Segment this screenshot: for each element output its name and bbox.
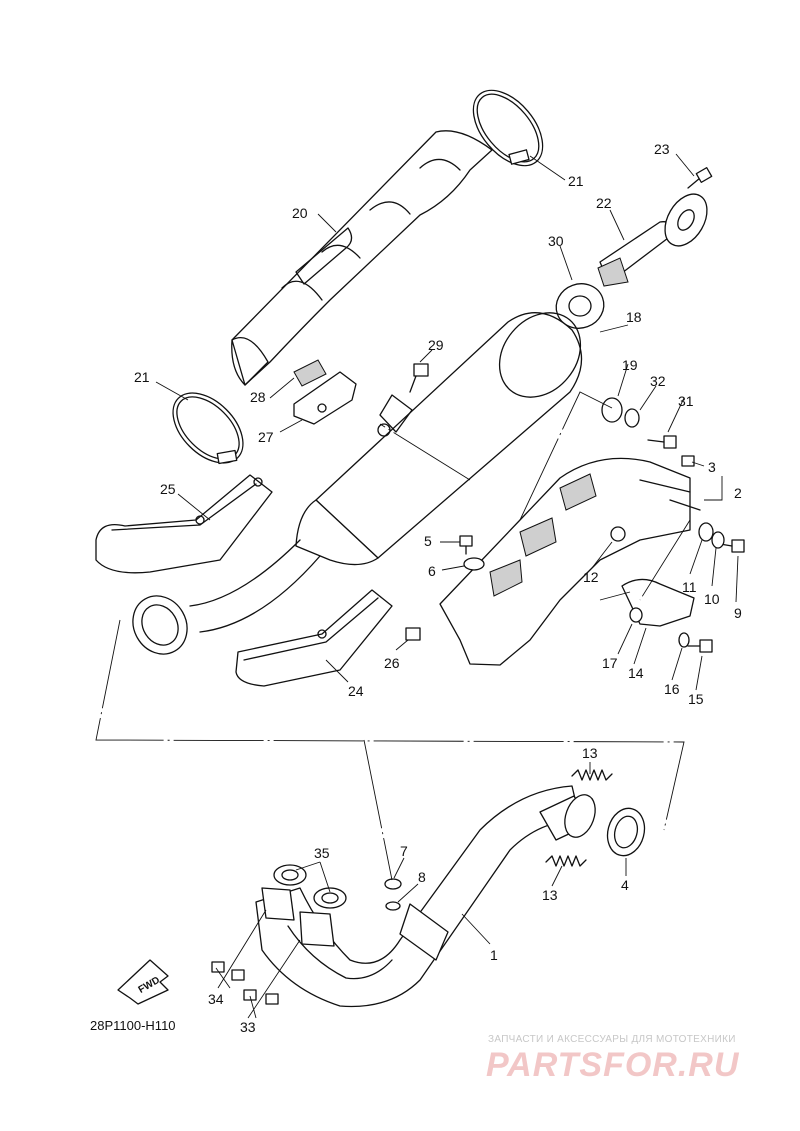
bolt-23-part — [687, 167, 713, 189]
callout-25: 25 — [160, 481, 176, 497]
watermark-logo: PARTSFOR.RU — [486, 1046, 740, 1084]
callout-33: 33 — [240, 1019, 256, 1035]
callout-10: 10 — [704, 591, 720, 607]
callout-17: 17 — [602, 655, 618, 671]
protector-24-part — [235, 589, 393, 687]
diagram-code: 28P1100-H110 — [90, 1018, 176, 1033]
callout-18: 18 — [626, 309, 642, 325]
callout-19: 19 — [622, 357, 638, 373]
callout-20: 20 — [292, 205, 308, 221]
callout-29: 29 — [428, 337, 444, 353]
callout-24: 24 — [348, 683, 364, 699]
callout-3: 3 — [708, 459, 716, 475]
callout-27: 27 — [258, 429, 274, 445]
callout-34: 34 — [208, 991, 224, 1007]
callout-28: 28 — [250, 389, 266, 405]
band-clamp-lower-part — [172, 392, 244, 465]
callout-8: 8 — [418, 869, 426, 885]
callout-13b: 13 — [542, 887, 558, 903]
callout-labels: 1 2 3 4 5 6 7 8 9 10 11 12 13 13 14 15 1… — [134, 141, 742, 1035]
callout-32: 32 — [650, 373, 666, 389]
callout-5: 5 — [424, 533, 432, 549]
callout-11: 11 — [682, 579, 697, 595]
callout-16: 16 — [664, 681, 680, 697]
callout-23: 23 — [654, 141, 670, 157]
callout-26: 26 — [384, 655, 400, 671]
bolt-29-part — [409, 363, 429, 393]
callout-22: 22 — [596, 195, 612, 211]
bracket-27-part — [293, 371, 357, 425]
callout-14: 14 — [628, 665, 644, 681]
callout-15: 15 — [688, 691, 704, 707]
tail-pipe-part — [597, 193, 708, 287]
callout-6: 6 — [428, 563, 436, 579]
callout-30: 30 — [548, 233, 564, 249]
heat-protector-part — [231, 130, 493, 386]
springs-13-part — [545, 769, 613, 867]
callout-12: 12 — [583, 569, 599, 585]
muffler-part — [295, 312, 583, 566]
callout-7: 7 — [400, 843, 408, 859]
callout-2: 2 — [734, 485, 742, 501]
callout-21b: 21 — [134, 369, 150, 385]
callout-1: 1 — [490, 947, 498, 963]
gaskets-35-part — [261, 864, 347, 947]
fwd-arrow-icon: FWD — [117, 959, 169, 1005]
callout-31: 31 — [678, 393, 694, 409]
protector-25-part — [95, 474, 273, 574]
hardware-set — [384, 397, 745, 911]
callout-13a: 13 — [582, 745, 598, 761]
leader-lines — [95, 153, 739, 1019]
callout-35: 35 — [314, 845, 330, 861]
bracket-2-part — [439, 457, 701, 666]
exhaust-pipe-1-part — [255, 785, 596, 1008]
callout-9: 9 — [734, 605, 742, 621]
nuts-33-34-part — [211, 961, 279, 1005]
pipe-2-part — [132, 539, 321, 655]
callout-21a: 21 — [568, 173, 584, 189]
gasket-4-part — [606, 807, 646, 857]
watermark-subtitle: ЗАПЧАСТИ И АКСЕССУАРЫ ДЛЯ МОТОТЕХНИКИ — [488, 1034, 736, 1045]
callout-4: 4 — [621, 877, 629, 893]
damper-28-part — [293, 359, 327, 387]
